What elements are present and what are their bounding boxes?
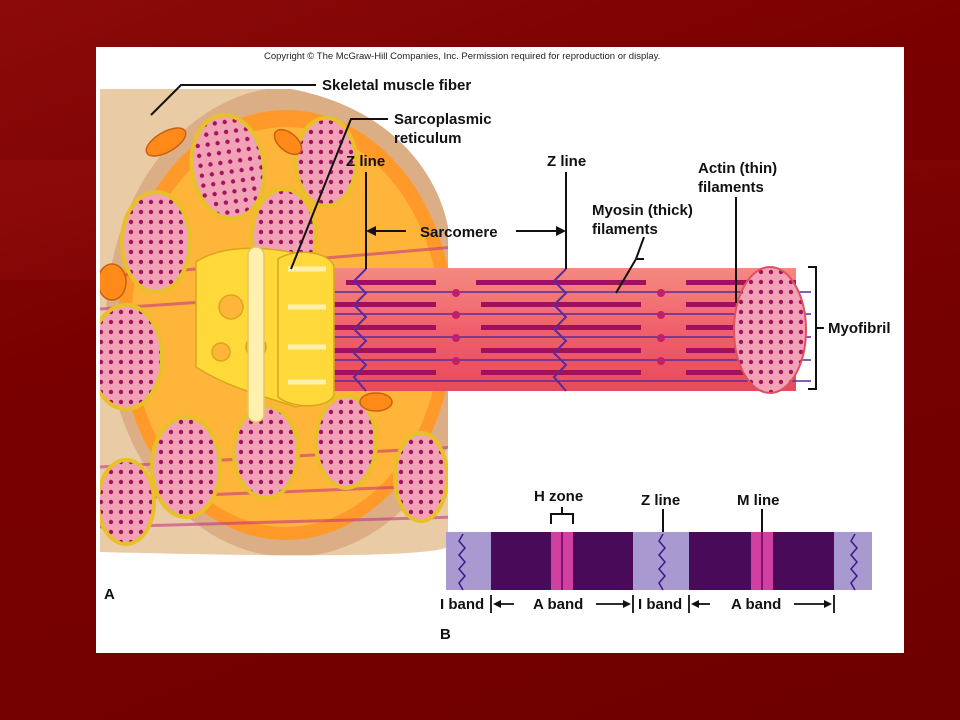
panel-b-labels: H zone Z line M line I band A band I ban…	[440, 488, 781, 643]
myosin-label-line2: filaments	[592, 221, 658, 238]
myofibril-label: Myofibril	[828, 320, 891, 337]
muscle-diagram: Copyright © The McGraw-Hill Companies, I…	[100, 51, 891, 643]
panel-b-tag: B	[440, 626, 451, 643]
panel-a-labels: Skeletal muscle fiber Sarcoplasmic retic…	[104, 77, 891, 603]
muscle-figure: Copyright © The McGraw-Hill Companies, I…	[96, 47, 904, 653]
myofibril-cross-sections	[100, 113, 448, 546]
sarcoplasmic-reticulum-label-line1: Sarcoplasmic	[394, 111, 492, 128]
panel-a-tag: A	[104, 586, 115, 603]
copyright-text: Copyright © The McGraw-Hill Companies, I…	[264, 51, 660, 62]
sarcoplasmic-reticulum-label-line2: reticulum	[394, 130, 462, 147]
actin-label-line2: filaments	[698, 179, 764, 196]
a-band-label-left: A band	[533, 596, 583, 613]
z-line-label: Z line	[641, 492, 680, 509]
sarcomere-label: Sarcomere	[420, 224, 498, 241]
i-band-label-left: I band	[440, 596, 484, 613]
m-line-label: M line	[737, 492, 780, 509]
myofibril	[277, 251, 811, 407]
panel-a-leader-lines	[150, 84, 824, 390]
myosin-label-line1: Myosin (thick)	[592, 202, 693, 219]
z-line-left-label: Z line	[346, 153, 385, 170]
panel-b-leader-lines	[490, 507, 835, 613]
myofibril-cross-section	[733, 266, 807, 394]
sarcomere-band-diagram	[446, 532, 872, 591]
i-band-segment	[446, 532, 491, 590]
i-band-label-right: I band	[638, 596, 682, 613]
z-line-right-label: Z line	[547, 153, 586, 170]
skeletal-muscle-fiber-label: Skeletal muscle fiber	[322, 77, 471, 94]
a-band-label-right: A band	[731, 596, 781, 613]
actin-label-line1: Actin (thin)	[698, 160, 777, 177]
h-zone-label: H zone	[534, 488, 583, 505]
